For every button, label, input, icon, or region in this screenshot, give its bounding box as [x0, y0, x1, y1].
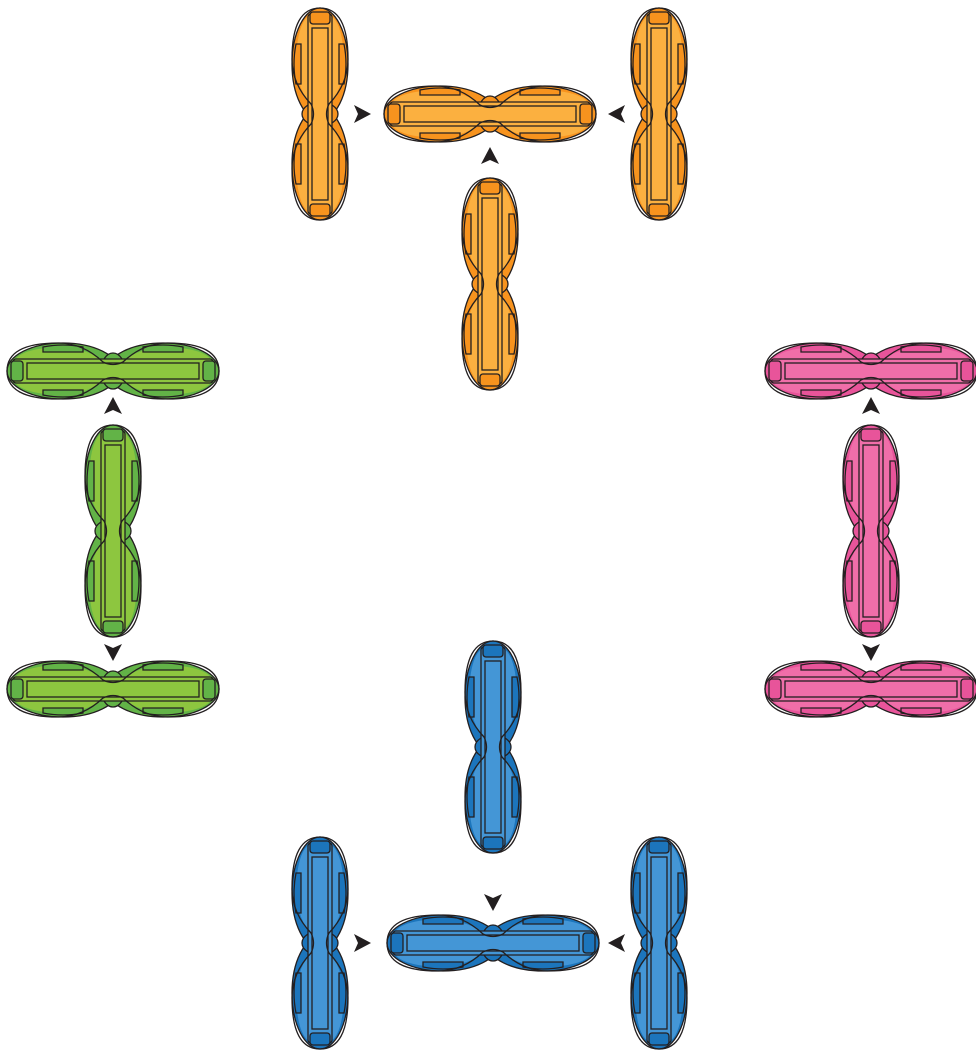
- piece-green-middle: [85, 425, 141, 637]
- green-arrow-up: [104, 397, 122, 414]
- blue-arrow-right: [608, 934, 625, 952]
- blue-arrow-left: [354, 934, 371, 952]
- piece-blue-top: [465, 641, 521, 853]
- piece-orange-right: [631, 8, 687, 220]
- piece-blue-center: [387, 915, 599, 971]
- blue-arrow-top: [484, 894, 502, 911]
- pink-arrow-down: [862, 644, 880, 661]
- piece-green-bottom: [7, 661, 219, 717]
- orange-arrow-right: [608, 105, 625, 123]
- orange-arrow-left: [354, 105, 371, 123]
- piece-blue-right: [631, 837, 687, 1049]
- piece-pink-middle: [843, 425, 899, 637]
- piece-pink-bottom: [765, 661, 976, 717]
- orange-arrow-bottom: [481, 147, 499, 164]
- piece-pink-top: [765, 343, 976, 399]
- piece-blue-left: [292, 837, 348, 1049]
- piece-orange-bottom: [462, 178, 518, 390]
- pink-arrow-up: [862, 397, 880, 414]
- piece-orange-left: [292, 8, 348, 220]
- green-arrow-down: [104, 644, 122, 661]
- piece-green-top: [7, 343, 219, 399]
- piece-orange-center: [384, 86, 596, 142]
